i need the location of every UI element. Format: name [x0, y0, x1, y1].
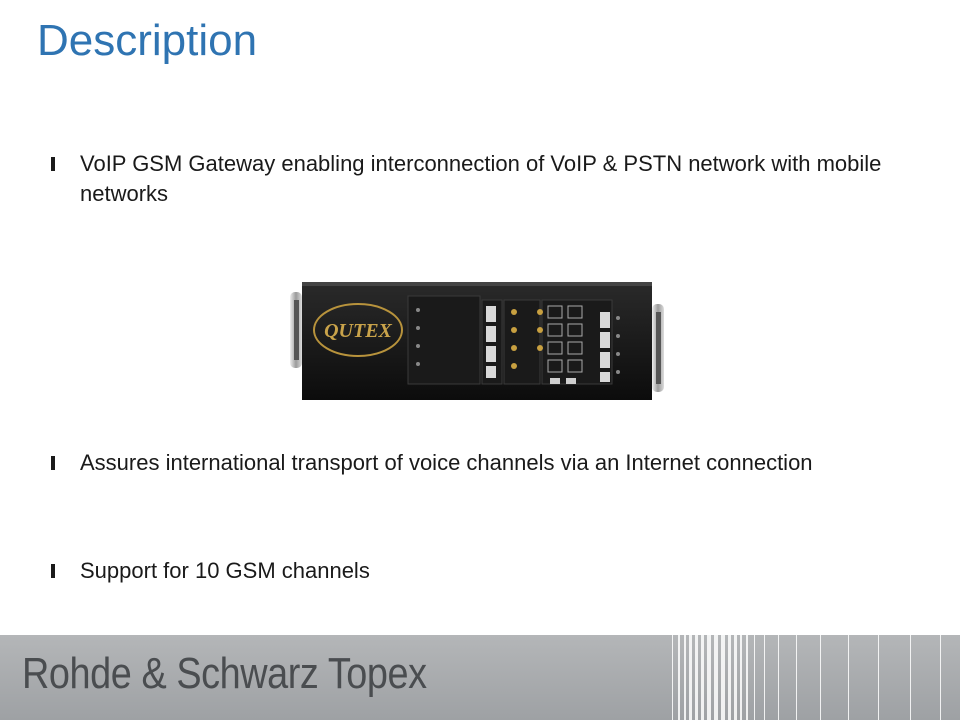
- bullet-item: Assures international transport of voice…: [51, 448, 920, 478]
- bullet-item: VoIP GSM Gateway enabling interconnectio…: [51, 149, 920, 209]
- footer-stripes-decoration: [672, 635, 941, 720]
- bullet-marker: [51, 456, 55, 470]
- bullet-marker: [51, 157, 55, 171]
- device-logo-text: QUTEX: [324, 320, 392, 342]
- bullet-text: Assures international transport of voice…: [80, 450, 813, 475]
- bullet-marker: [51, 564, 55, 578]
- bullet-text: VoIP GSM Gateway enabling interconnectio…: [80, 151, 882, 206]
- slide-title: Description: [37, 16, 258, 65]
- gateway-device-image: QUTEX: [278, 278, 670, 414]
- company-brand-text: Rohde & Schwarz Topex: [22, 649, 427, 698]
- bullet-item: Support for 10 GSM channels: [51, 556, 920, 586]
- footer-bar: Rohde & Schwarz Topex: [0, 635, 960, 720]
- bullet-text: Support for 10 GSM channels: [80, 558, 370, 583]
